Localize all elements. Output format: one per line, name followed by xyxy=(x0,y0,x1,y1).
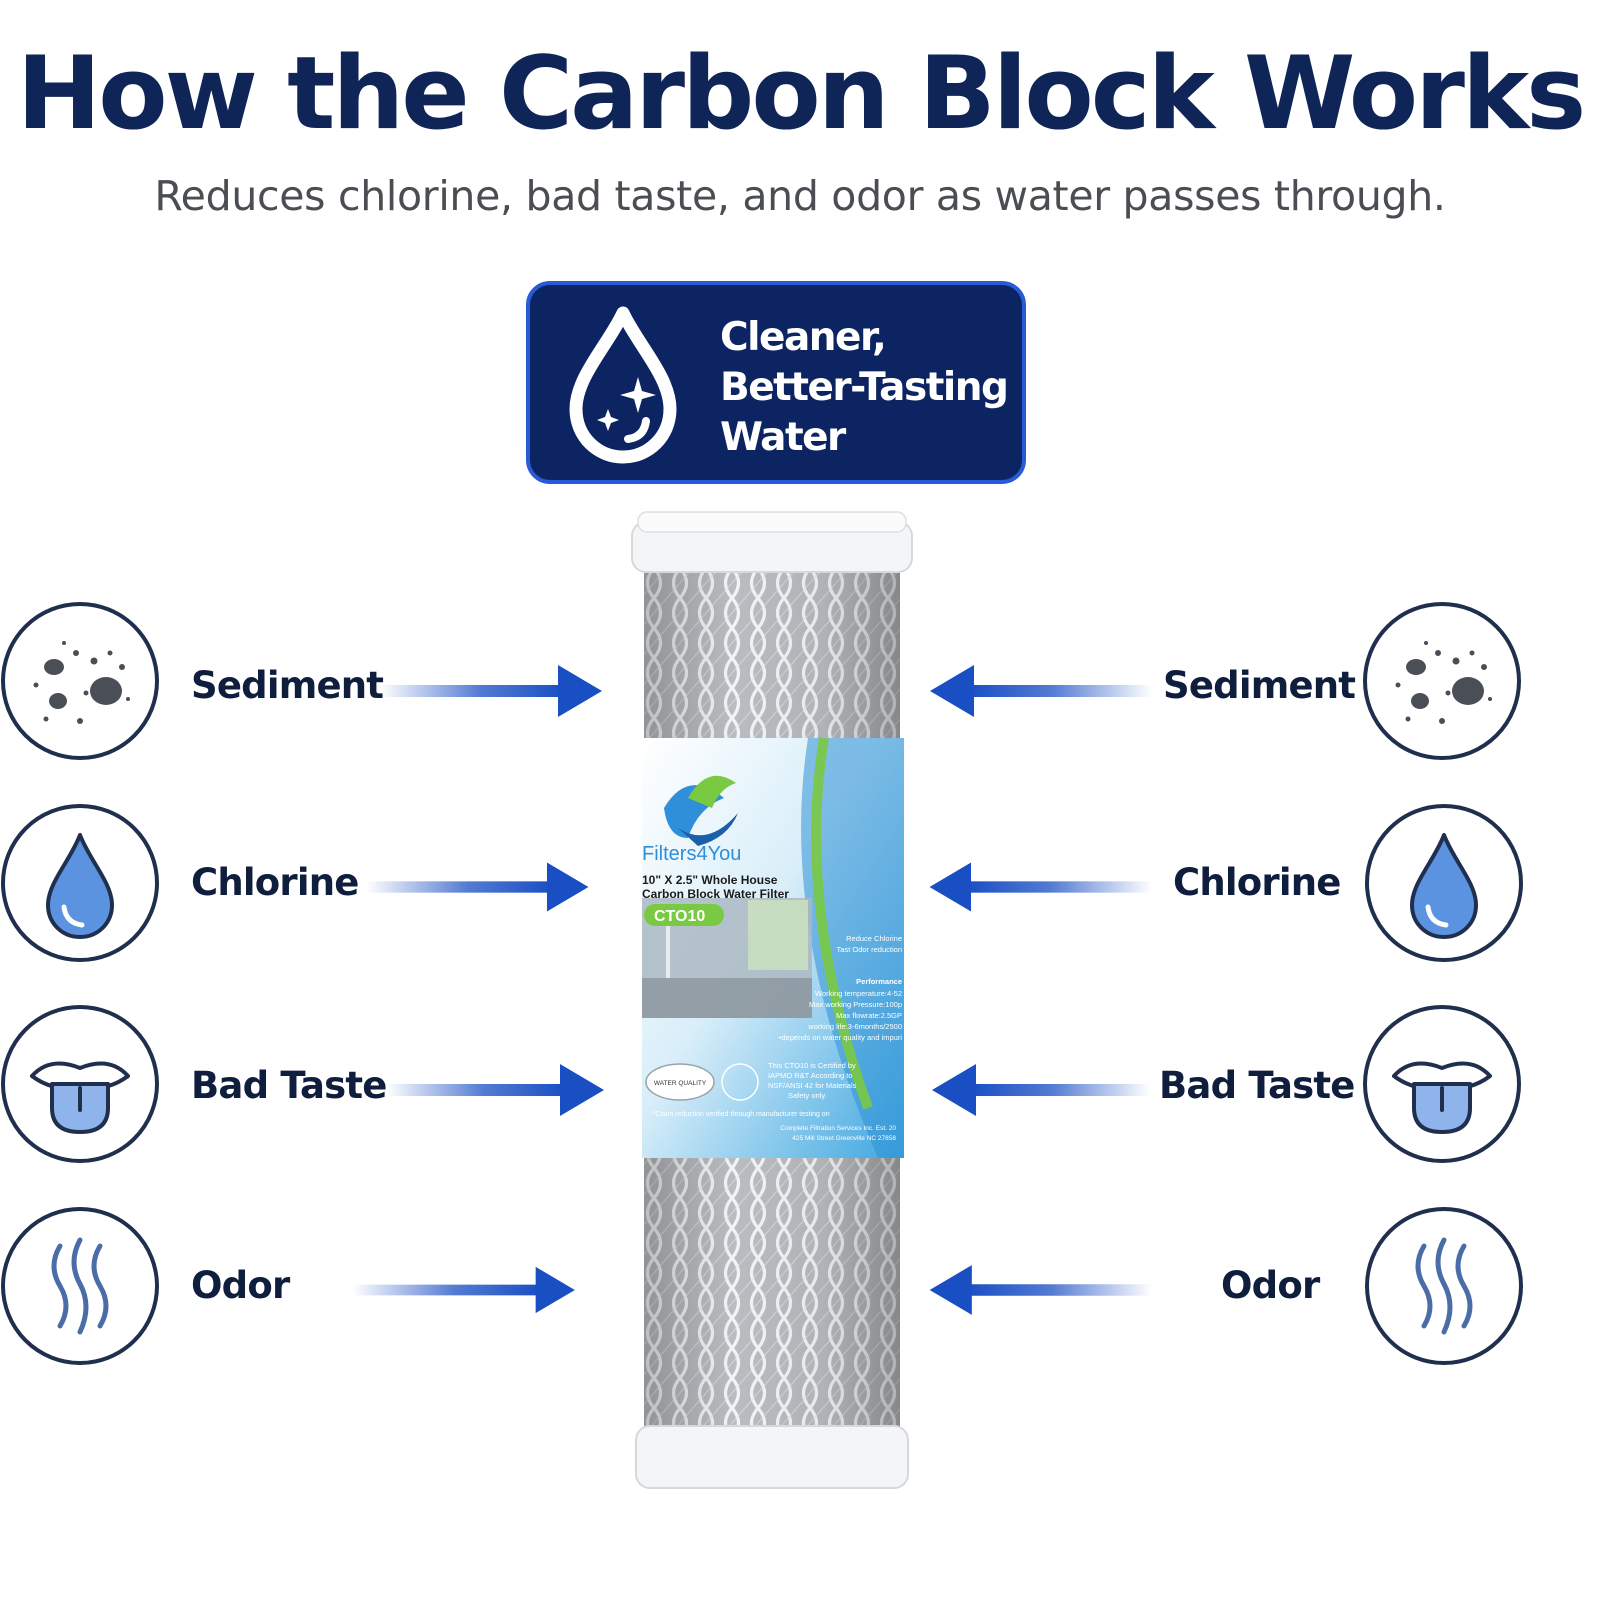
left-arrow-sediment xyxy=(380,665,602,717)
cert-line: Safety only. xyxy=(788,1091,827,1100)
page-subtitle: Reduces chlorine, bad taste, and odor as… xyxy=(154,172,1446,220)
left-label-chlorine: Chlorine xyxy=(191,861,359,904)
water-drop-icon xyxy=(1365,804,1523,962)
product-type: Carbon Block Water Filter xyxy=(642,887,789,901)
cert-line: IAPMO R&T According to xyxy=(768,1071,852,1080)
badge-line: Water xyxy=(720,415,846,460)
left-arrow-bad-taste xyxy=(386,1064,604,1116)
odor-waves-icon xyxy=(1,1207,159,1365)
sediment-particles-icon xyxy=(1,602,159,760)
performance-line: Working temperature:4-52 xyxy=(815,989,902,998)
cert-line: This CTO10 is Certified by xyxy=(768,1061,856,1070)
right-label-sediment: Sediment xyxy=(1163,664,1356,707)
performance-line: working life:3-6months/2500 xyxy=(807,1022,902,1031)
company-line: Complete Filtration Services Inc. Est. 2… xyxy=(780,1125,896,1132)
brand-name: Filters4You xyxy=(642,843,741,865)
left-label-sediment: Sediment xyxy=(191,664,384,707)
performance-line: Max flowrate:2.5GP xyxy=(836,1011,902,1020)
badge-line: Cleaner, xyxy=(720,315,887,360)
performance-title: Performance xyxy=(856,977,902,986)
right-arrow-sediment xyxy=(930,665,1152,717)
upc-seal-icon xyxy=(721,1063,759,1101)
water-drop-icon xyxy=(1,804,159,962)
seal-text: WATER QUALITY xyxy=(654,1080,707,1087)
odor-waves-icon xyxy=(1365,1207,1523,1365)
badge-line: Better-Tasting xyxy=(720,365,1009,410)
right-arrow-bad-taste xyxy=(932,1064,1150,1116)
left-label-odor: Odor xyxy=(191,1264,290,1307)
right-label-chlorine: Chlorine xyxy=(1173,861,1341,904)
left-arrow-odor xyxy=(352,1266,575,1314)
performance-line: •depends on water quality and impuri xyxy=(779,1033,902,1042)
left-arrow-chlorine xyxy=(366,862,589,912)
carbon-block-cartridge: Filters4You 10" X 2.5" Whole House Carbo… xyxy=(631,511,913,1489)
right-label-bad-taste: Bad Taste xyxy=(1159,1064,1355,1107)
claim-line: ^Claim reduction verified through manufa… xyxy=(652,1111,830,1118)
reduce-line: Reduce Chlorine xyxy=(846,934,902,943)
page-title: How the Carbon Block Works xyxy=(16,34,1587,152)
badge-text: Cleaner, Better-Tasting Water xyxy=(720,313,1020,463)
benefit-badge: Cleaner, Better-Tasting Water xyxy=(526,281,1026,484)
tongue-icon xyxy=(1363,1005,1521,1163)
sediment-particles-icon xyxy=(1363,602,1521,760)
right-arrow-odor xyxy=(929,1265,1152,1315)
performance-line: Max working Pressure:100p xyxy=(809,1000,902,1009)
company-line: 425 Mill Street Greenville NC 27858 xyxy=(792,1135,896,1142)
water-quality-seal xyxy=(645,1063,715,1101)
model-number: CTO10 xyxy=(654,908,705,925)
right-label-odor: Odor xyxy=(1221,1264,1320,1307)
model-badge xyxy=(644,904,724,926)
product-size: 10" X 2.5" Whole House xyxy=(642,873,778,887)
tongue-icon xyxy=(1,1005,159,1163)
right-arrow-chlorine xyxy=(929,862,1152,912)
left-label-bad-taste: Bad Taste xyxy=(191,1064,387,1107)
reduce-line: Tast Odor reduction xyxy=(837,945,902,954)
water-drop-sparkle-icon xyxy=(569,306,677,464)
brand-logo-icon xyxy=(664,775,738,846)
cert-line: NSF/ANSI 42 for Materials xyxy=(768,1081,857,1090)
